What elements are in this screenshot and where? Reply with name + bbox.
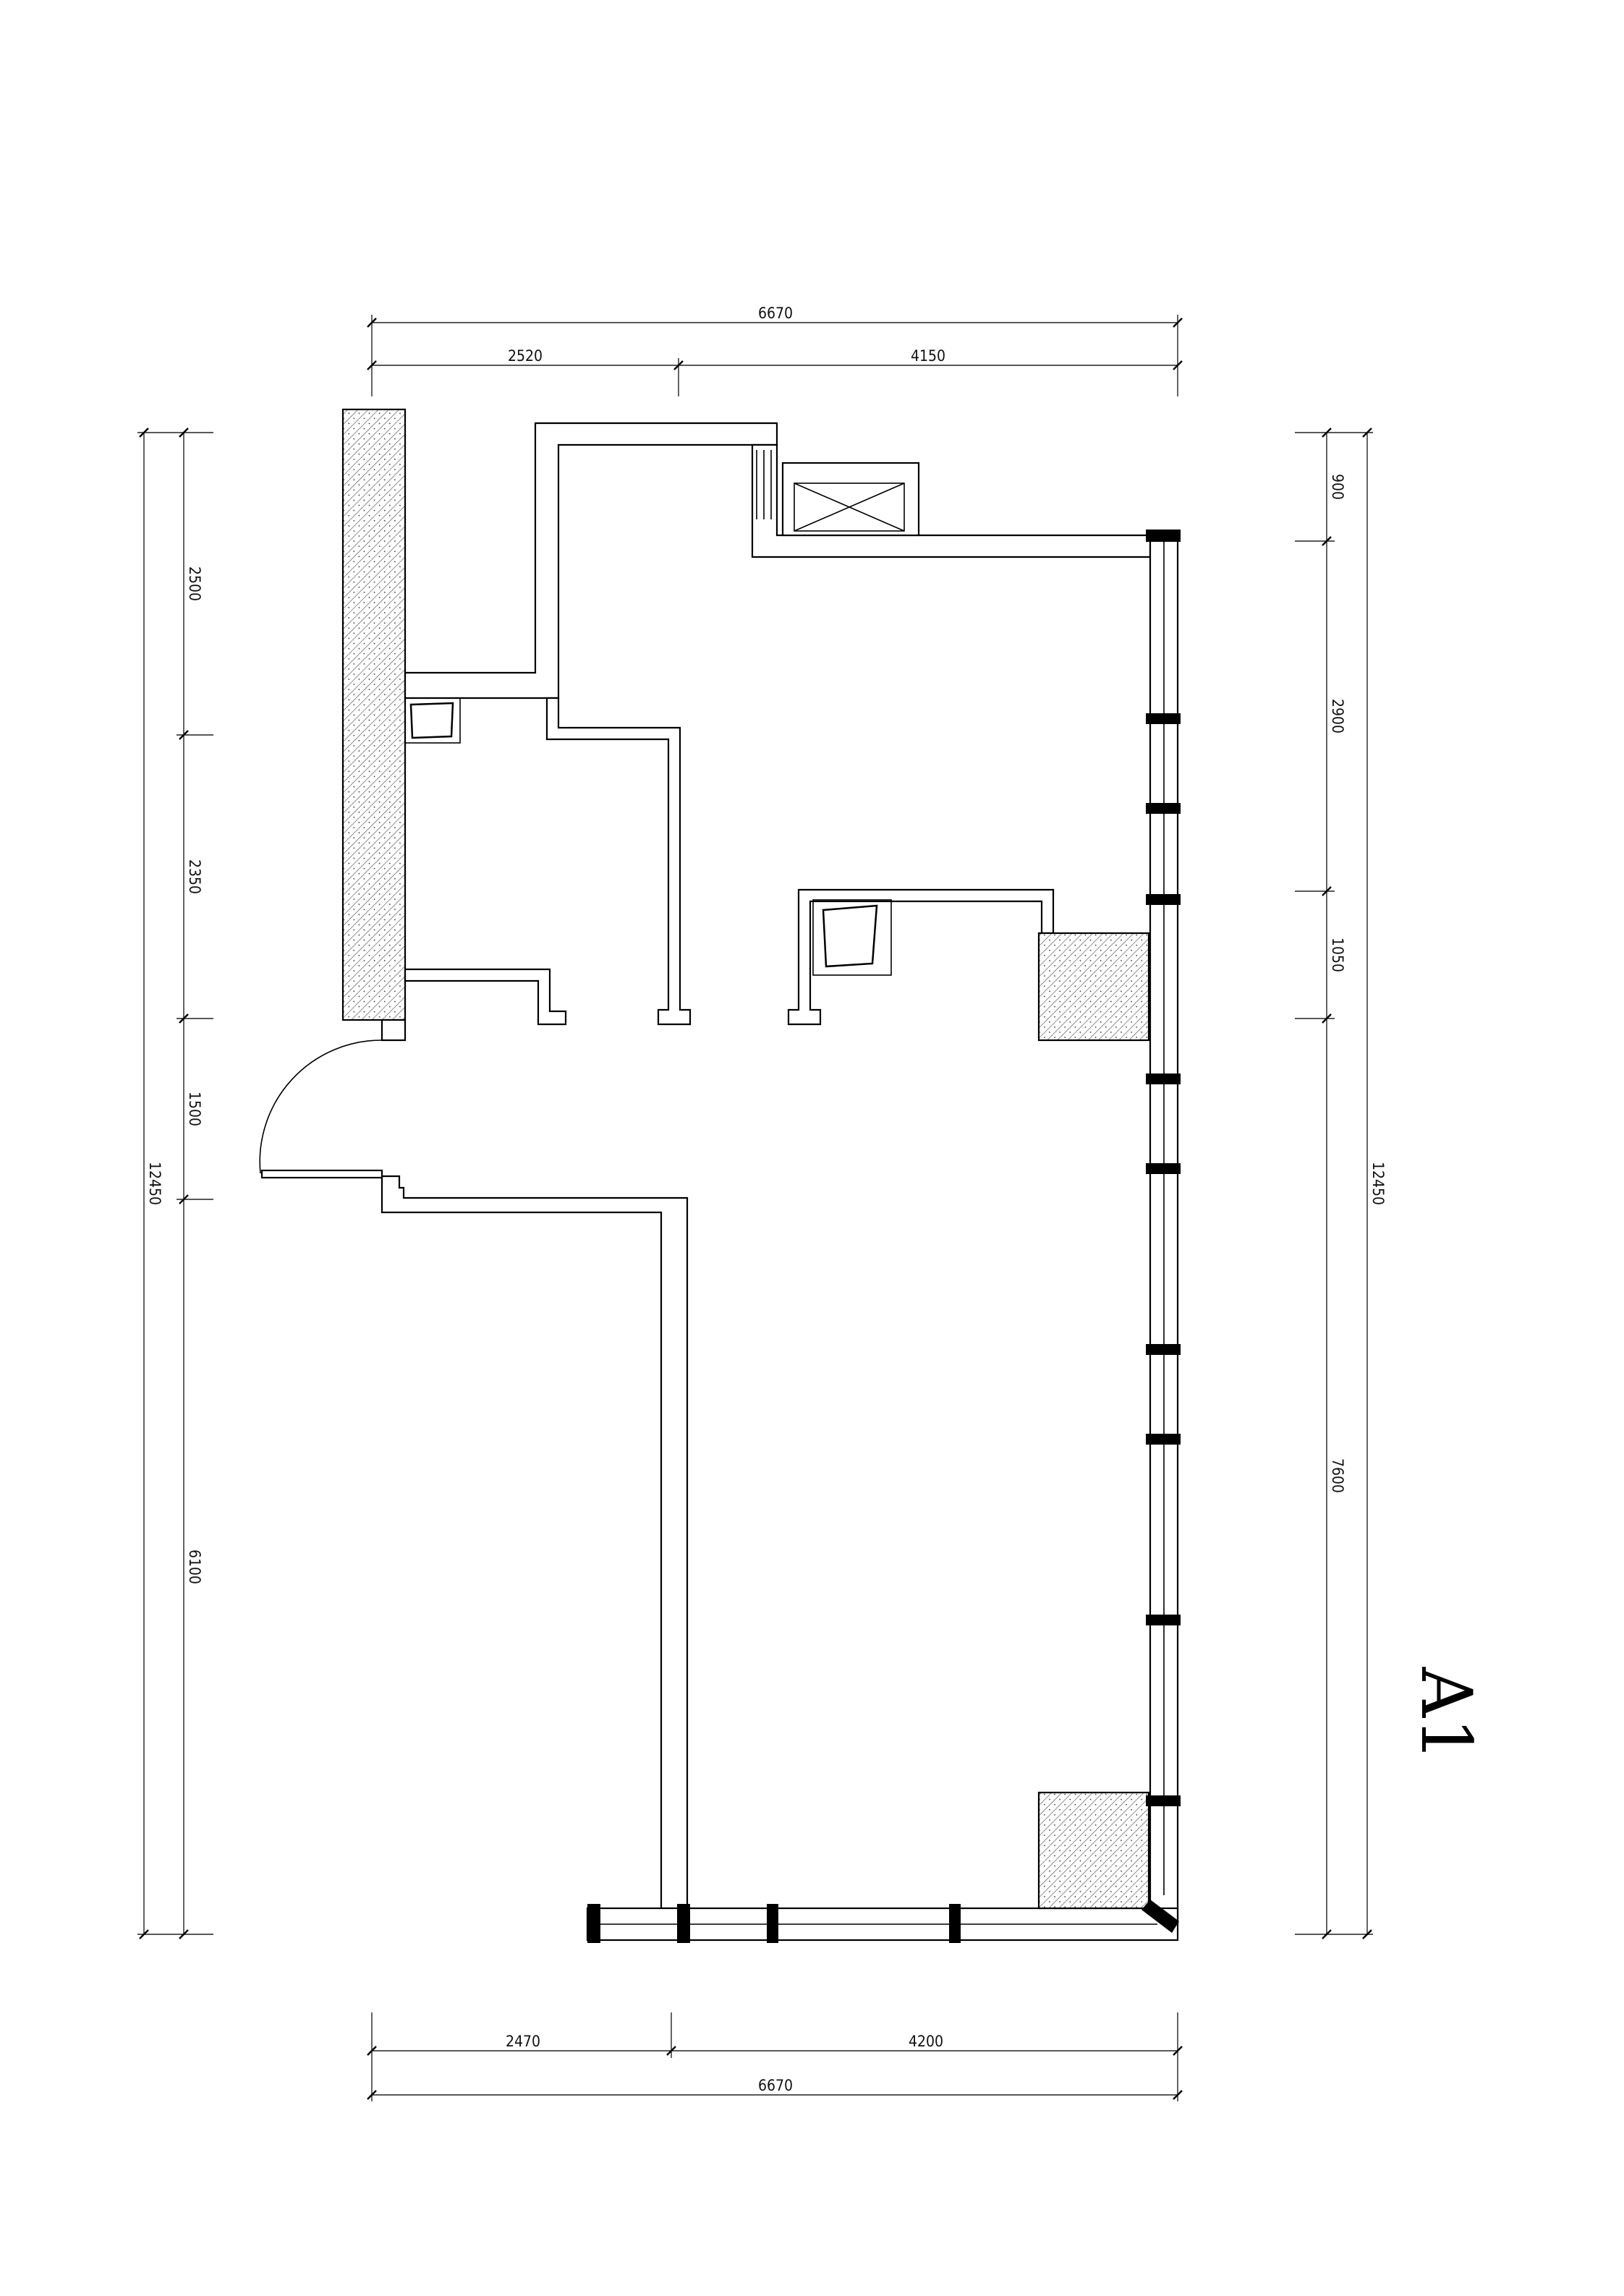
dim-right-2: 2900 [1329, 699, 1346, 734]
lower-left-partition [381, 1175, 689, 1910]
elevator [756, 450, 920, 537]
dim-left-3: 1500 [186, 1092, 203, 1126]
dim-right-3: 1050 [1329, 937, 1346, 972]
dim-right-total: 12450 [1369, 1162, 1387, 1205]
left-structural-wall [341, 408, 407, 1021]
corridor-wall-upper [404, 422, 778, 700]
dim-left-1: 2500 [186, 566, 203, 601]
dim-top-left: 2520 [508, 347, 543, 365]
top-dimension-chain: 6670 2520 4150 [367, 305, 1183, 396]
duct-shaft-center [812, 899, 892, 976]
structural-column-mid [1037, 932, 1150, 1042]
dim-top-right: 4150 [911, 347, 945, 365]
right-dimension-chain: 900 2900 1050 7600 12450 [1295, 428, 1387, 1939]
entry-door [259, 1039, 383, 1179]
dim-left-2: 2350 [186, 859, 203, 894]
structural-column-corner [1037, 1791, 1150, 1910]
dim-bottom-left: 2470 [506, 2033, 540, 2050]
dim-left-4: 6100 [186, 1549, 203, 1584]
bottom-dimension-chain: 2470 4200 6670 [367, 2012, 1183, 2101]
left-dimension-chain: 2500 2350 1500 6100 12450 [137, 428, 213, 1939]
walls [259, 408, 1181, 1943]
duct-shaft-left [404, 697, 461, 744]
corridor-wall-mid [545, 697, 692, 1026]
top-right-wall [751, 443, 1152, 558]
dim-bottom-total: 6670 [758, 2077, 793, 2094]
plan-label: A1 [1406, 1667, 1487, 1761]
dim-bottom-right: 4200 [909, 2033, 943, 2050]
left-room-wall [404, 968, 567, 1026]
dim-right-4: 7600 [1329, 1458, 1346, 1493]
dim-top-total: 6670 [758, 305, 793, 322]
dim-left-total: 12450 [146, 1162, 163, 1205]
dim-right-1: 900 [1329, 474, 1346, 500]
window-posts-bottom [587, 1900, 1179, 1943]
window-posts-right [1146, 530, 1181, 1806]
